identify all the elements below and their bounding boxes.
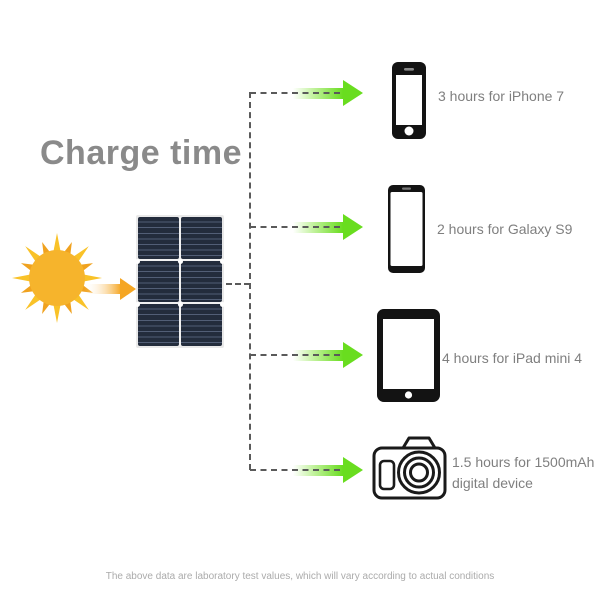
charge-arrow-icon [343,214,363,240]
camera-icon [372,436,447,500]
page-title: Charge time [40,134,242,172]
solar-panel-cells [138,217,222,346]
charge-arrow-icon [343,342,363,368]
solar-cell [138,304,179,346]
connector-trunk [249,92,251,470]
sun-icon [12,233,102,323]
solar-cell [138,260,179,303]
connector-branch-ipad [250,354,340,356]
label-camera-line2: digital device [452,475,533,491]
charge-arrow-icon [343,80,363,106]
galaxy-s9-icon [388,185,425,273]
connector-branch-iphone [250,92,340,94]
sun-ray [53,233,61,254]
label-ipad: 4 hours for iPad mini 4 [442,350,583,366]
sun-ray [53,302,61,323]
sun-ray [12,274,33,282]
panel-rivet [135,302,140,307]
disclaimer-note: The above data are laboratory test value… [105,571,495,582]
label-camera-line1: 1.5 hours for 1500mAh [452,454,595,470]
panel-rivet [220,302,225,307]
solar-cell [181,217,222,259]
panel-rivet [178,302,183,307]
panel-rivet [220,259,225,264]
connector-panel-branch [226,283,250,285]
connector-branch-galaxy [250,226,340,228]
panel-rivet [135,259,140,264]
charge-arrow-icon [343,457,363,483]
iphone-icon [392,62,426,139]
label-iphone: 3 hours for iPhone 7 [438,88,565,104]
ipad-icon [377,309,440,402]
label-camera: 1.5 hours for 1500mAh digital device [452,452,594,494]
sun-ray [81,274,102,282]
solar-cell [181,304,222,346]
sunlight-arrow-icon [84,278,136,300]
solar-panel [135,215,225,348]
connector-branch-camera [250,469,340,471]
label-galaxy: 2 hours for Galaxy S9 [437,221,573,237]
solar-cell [138,217,179,259]
solar-cell [181,260,222,303]
panel-rivet [178,259,183,264]
